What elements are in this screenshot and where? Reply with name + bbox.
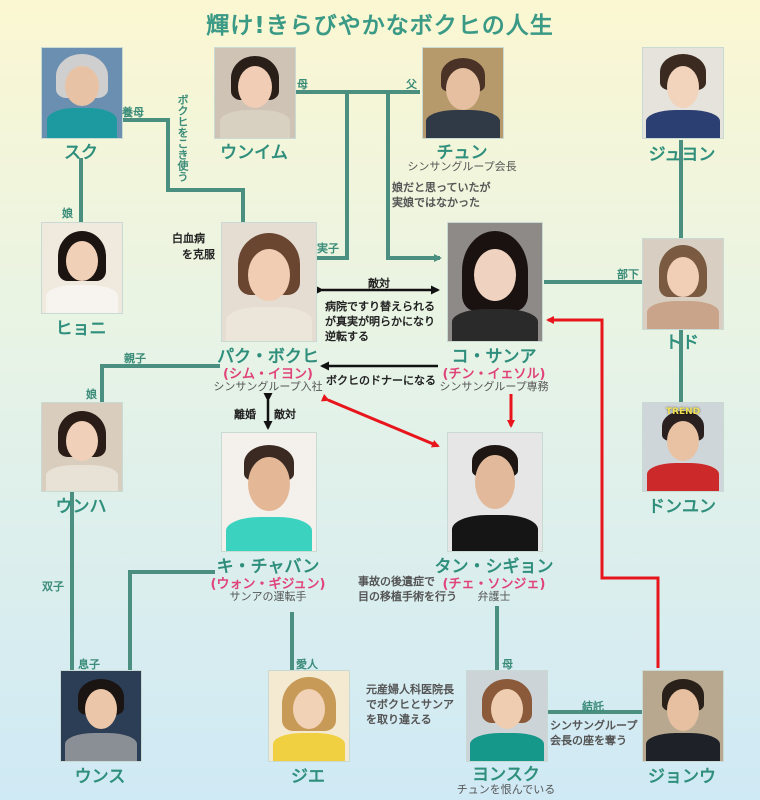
rel-bokuhi-koki: ボクヒをこき使う xyxy=(176,94,189,182)
actor-bokuhi: (シム・イヨン) xyxy=(223,367,313,382)
rel-chichi: 父 xyxy=(406,78,417,91)
rel-aijin: 愛人 xyxy=(296,658,318,671)
photo-jonu xyxy=(642,670,724,762)
photo-bokuhi xyxy=(221,222,317,342)
rel-buka: 部下 xyxy=(617,268,639,281)
sub-bokuhi: シンサングループ入社 xyxy=(213,380,323,393)
rel-oyako: 親子 xyxy=(124,352,146,365)
name-unsu: ウンス xyxy=(74,767,126,787)
note-musume-omotta-1: 娘だと思っていたが xyxy=(392,181,491,194)
photo-hyoni xyxy=(41,222,123,314)
rel-haha2: 母 xyxy=(502,658,513,671)
sub-yonsuku: チュンを恨んでいる xyxy=(456,783,556,796)
sub-chaban: サンアの運転手 xyxy=(229,590,307,603)
note-gensan-1: 元産婦人科医院長 xyxy=(366,683,454,696)
name-jonu: ジョンウ xyxy=(648,767,716,787)
arrow-bokuhi-shigyon xyxy=(320,393,440,448)
name-unha: ウンハ xyxy=(55,497,107,517)
photo-sign-text: TREND xyxy=(665,407,701,417)
photo-chun xyxy=(422,47,504,139)
actor-sanna: (チン・イェソル) xyxy=(442,367,546,382)
note-shinsan-2: 会長の座を奪う xyxy=(550,734,627,747)
arrow-jonu-sanna xyxy=(546,316,660,668)
name-bokuhi: パク・ボクヒ xyxy=(217,347,319,367)
name-juhyon: ジュヨン xyxy=(648,145,716,165)
photo-unsu xyxy=(60,670,142,762)
line-chun-sanna xyxy=(386,92,442,262)
line-chaban-unsu xyxy=(128,570,215,670)
note-musume-omotta-2: 実娘ではなかった xyxy=(392,196,480,209)
note-gensan-2: でボクヒとサンア xyxy=(366,698,454,711)
note-shinsan-1: シンサングループ xyxy=(550,719,638,732)
note-jiko-2: 目の移植手術を行う xyxy=(358,590,457,603)
rel-ketsutaku: 結託 xyxy=(582,700,604,713)
photo-unimu xyxy=(214,47,296,139)
name-unimu: ウンイム xyxy=(220,143,288,163)
name-suku: スク xyxy=(64,143,98,163)
rel-donor: ボクヒのドナーになる xyxy=(326,374,436,387)
line-suku-bokuhi xyxy=(122,118,245,222)
actor-shigyon: (チェ・ソンジェ) xyxy=(442,577,546,592)
rel-jisshi: 実子 xyxy=(317,242,339,255)
photo-suku xyxy=(41,47,123,139)
photo-yonsuku xyxy=(466,670,548,762)
rel-tekitai-2: 敵対 xyxy=(274,408,296,421)
rel-futago: 双子 xyxy=(42,580,64,593)
rel-musuko: 息子 xyxy=(78,658,100,671)
line-parents-bokuhi xyxy=(316,92,349,260)
name-donyun: ドンユン xyxy=(648,497,716,517)
rel-musume: 娘 xyxy=(62,207,73,220)
name-sanna: コ・サンア xyxy=(451,347,537,367)
sub-sanna: シンサングループ専務 xyxy=(439,380,549,393)
name-hyoni: ヒョニ xyxy=(55,319,107,339)
note-jiko-1: 事故の後遺症で xyxy=(358,575,435,588)
note-byoin-3: 逆転する xyxy=(325,330,369,343)
rel-tekitai-1: 敵対 xyxy=(368,277,390,290)
line-bokuhi-unha xyxy=(100,364,220,402)
photo-donyun: TREND xyxy=(642,402,724,492)
name-chun: チュン xyxy=(436,143,488,163)
rel-musume-2: 娘 xyxy=(86,388,97,401)
name-todo: トド xyxy=(665,333,699,353)
note-byoin-1: 病院ですり替えられる xyxy=(325,300,435,313)
name-shigyon: タン・シギョン xyxy=(434,557,554,577)
sub-chun: シンサングループ会長 xyxy=(407,160,517,173)
rel-rikon: 離婚 xyxy=(234,408,256,421)
photo-chaban xyxy=(221,432,317,552)
photo-jie xyxy=(268,670,350,762)
photo-juhyon xyxy=(642,47,724,139)
photo-sanna xyxy=(447,222,543,342)
note-gensan-3: を取り違える xyxy=(366,713,432,726)
actor-chaban: (ウォン・ギジュン) xyxy=(210,577,326,592)
note-hakketsu-1: 白血病 xyxy=(172,232,205,245)
photo-shigyon xyxy=(447,432,543,552)
rel-haha1: 母 xyxy=(297,78,308,91)
sub-shigyon: 弁護士 xyxy=(477,590,511,603)
page-title: 輝け!きらびやかなボクヒの人生 xyxy=(206,13,554,39)
note-hakketsu-2: を克服 xyxy=(182,248,215,261)
name-chaban: キ・チャバン xyxy=(216,557,320,577)
photo-unha xyxy=(41,402,123,492)
name-jie: ジエ xyxy=(291,767,325,787)
name-yonsuku: ヨンスク xyxy=(472,765,540,785)
rel-yobo: 養母 xyxy=(122,106,144,119)
photo-todo xyxy=(642,238,724,330)
note-byoin-2: が真実が明らかになり xyxy=(325,315,435,328)
